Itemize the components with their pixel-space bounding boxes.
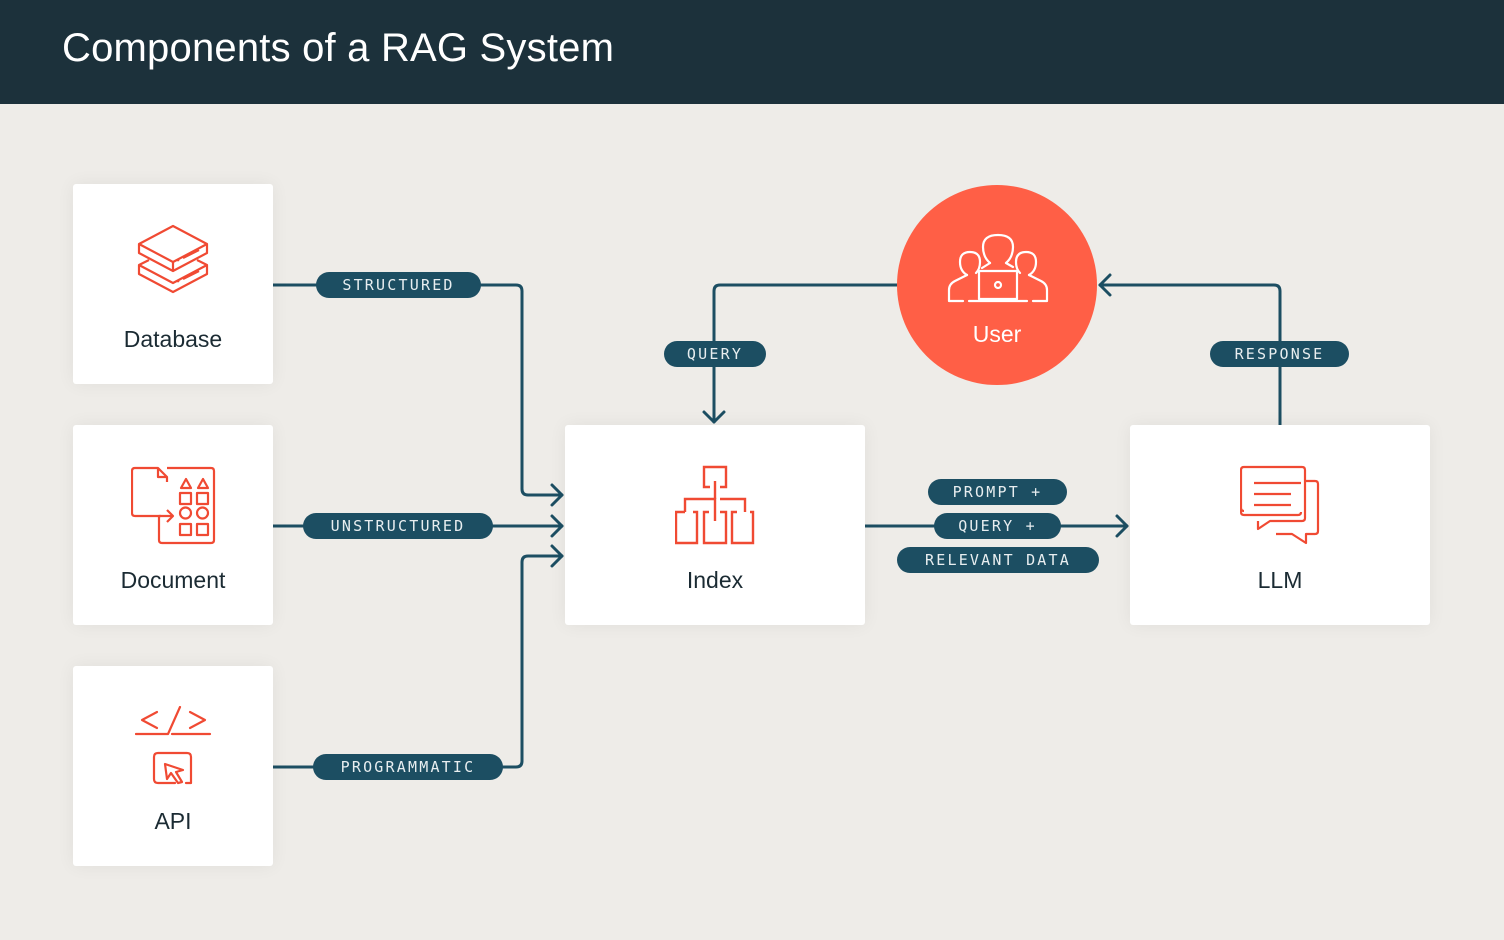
- edge-label-unstructured: UNSTRUCTURED: [303, 513, 493, 539]
- code-cursor-icon: [135, 706, 212, 785]
- arrowhead-structured: [550, 483, 564, 507]
- database-stack-icon: [137, 224, 209, 294]
- llm-label: LLM: [1257, 567, 1303, 593]
- user-label: User: [972, 321, 1022, 347]
- document-label: Document: [120, 567, 226, 593]
- document-card[interactable]: Document: [73, 425, 273, 625]
- user-node[interactable]: User: [897, 185, 1097, 385]
- edge-structured: [271, 283, 564, 497]
- users-laptop-icon: [947, 233, 1049, 303]
- edge-label-prompt-line3: RELEVANT DATA: [897, 547, 1099, 573]
- arrowhead-prompt: [1115, 514, 1129, 538]
- hierarchy-icon: [675, 465, 755, 545]
- edge-label-structured: STRUCTURED: [316, 272, 481, 298]
- edge-label-response: RESPONSE: [1210, 341, 1349, 367]
- edge-label-prompt-line2: QUERY +: [934, 513, 1061, 539]
- arrowhead-programmatic: [550, 544, 564, 568]
- index-card[interactable]: Index: [565, 425, 865, 625]
- api-label: API: [154, 808, 192, 834]
- edge-label-prompt-line1: PROMPT +: [928, 479, 1067, 505]
- api-card[interactable]: API: [73, 666, 273, 866]
- edge-label-programmatic: PROGRAMMATIC: [313, 754, 503, 780]
- database-label: Database: [123, 326, 223, 352]
- index-label: Index: [686, 567, 744, 593]
- edge-query: [712, 283, 899, 424]
- edge-label-query: QUERY: [664, 341, 766, 367]
- database-card[interactable]: Database: [73, 184, 273, 384]
- edge-programmatic: [271, 554, 564, 769]
- chat-bubbles-icon: [1240, 465, 1320, 545]
- arrowhead-unstructured: [550, 514, 564, 538]
- page-title: Components of a RAG System: [62, 26, 615, 70]
- arrowhead-query: [702, 410, 726, 424]
- arrowhead-response: [1098, 273, 1112, 297]
- document-transform-icon: [131, 466, 216, 545]
- llm-card[interactable]: LLM: [1130, 425, 1430, 625]
- edge-response: [1098, 283, 1282, 427]
- header-bar: Components of a RAG System: [0, 0, 1504, 104]
